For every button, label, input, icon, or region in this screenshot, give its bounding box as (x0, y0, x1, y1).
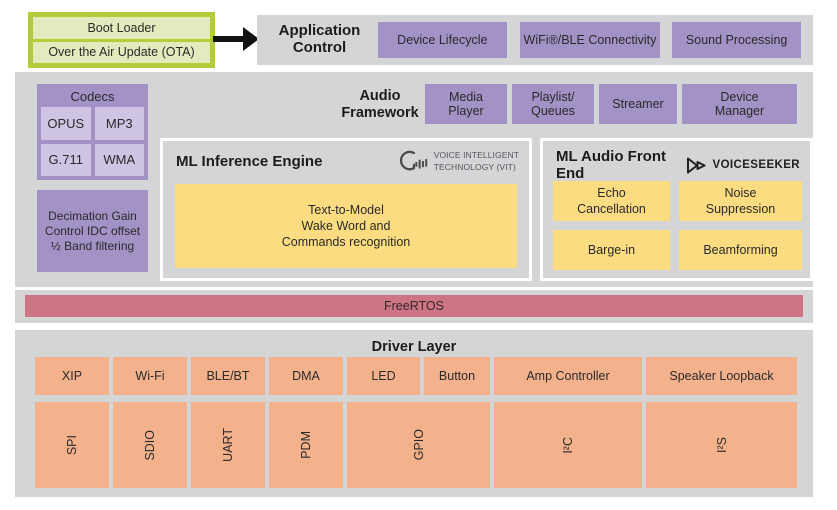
box-playlist-queues: Playlist/ Queues (512, 84, 594, 124)
box-wifi-ble-connectivity: WiFi®/BLE Connectivity (519, 22, 661, 58)
driver-layer-title: Driver Layer (371, 339, 457, 355)
freertos-bar: FreeRTOS (25, 295, 803, 317)
ml-audio-front-end-title: ML Audio Front End (556, 148, 666, 182)
driver-box-pdm: PDM (269, 402, 343, 488)
box-device-lifecycle: Device Lifecycle (377, 22, 507, 58)
codec-g711: G.711 (41, 143, 91, 176)
boot-loader-group: Boot Loader Over the Air Update (OTA) (28, 12, 215, 68)
application-control-band: Application Control Device Lifecycle WiF… (257, 15, 813, 65)
rtos-band: FreeRTOS (15, 290, 813, 323)
ota-box: Over the Air Update (OTA) (33, 41, 210, 63)
vit-head-sound-icon (397, 148, 429, 175)
driver-box-i2c: I²C (494, 402, 642, 488)
audio-framework-title: Audio Framework (341, 88, 419, 121)
decimation-box: Decimation Gain Control IDC offset ½ Ban… (37, 190, 148, 272)
driver-box-amp-controller: Amp Controller (494, 357, 642, 395)
driver-box-gpio: GPIO (347, 402, 490, 488)
box-beamforming: Beamforming (679, 230, 802, 270)
driver-box-dma: DMA (269, 357, 343, 395)
application-control-title: Application Control (278, 22, 361, 56)
voiceseeker-triangles-icon (686, 156, 708, 175)
box-device-manager: Device Manager (682, 84, 797, 124)
codec-mp3: MP3 (94, 107, 144, 140)
driver-layer-band: Driver Layer XIP Wi-Fi BLE/BT DMA LED Bu… (15, 330, 813, 497)
driver-row-buses: SPI SDIO UART PDM GPIO I²C I²S (35, 402, 797, 488)
box-noise-suppression: Noise Suppression (679, 181, 802, 221)
driver-box-ble-bt: BLE/BT (191, 357, 265, 395)
codecs-grid: OPUS MP3 G.711 WMA (41, 107, 144, 176)
ml-inference-engine-section: ML Inference Engine VOICE INTELLIGENT TE… (160, 138, 532, 281)
box-sound-processing: Sound Processing (672, 22, 801, 58)
arrow-shaft (213, 36, 244, 42)
driver-box-i2s: I²S (646, 402, 797, 488)
codecs-title: Codecs (70, 89, 115, 104)
driver-box-xip: XIP (35, 357, 109, 395)
text-to-model-box: Text-to-Model Wake Word and Commands rec… (175, 184, 517, 268)
box-streamer: Streamer (599, 84, 677, 124)
boot-loader-box: Boot Loader (33, 17, 210, 39)
arrow-right-icon (243, 27, 259, 51)
voiceseeker-logo: VOICESEEKER (686, 156, 800, 175)
codec-wma: WMA (94, 143, 144, 176)
audio-framework-band: Codecs OPUS MP3 G.711 WMA Decimation Gai… (15, 72, 813, 287)
driver-box-uart: UART (191, 402, 265, 488)
driver-box-spi: SPI (35, 402, 109, 488)
driver-box-sdio: SDIO (113, 402, 187, 488)
driver-box-wifi: Wi-Fi (113, 357, 187, 395)
box-echo-cancellation: Echo Cancellation (553, 181, 670, 221)
ml-audio-front-end-section: ML Audio Front End VOICESEEKER Echo Canc… (540, 138, 813, 281)
driver-box-speaker-loopback: Speaker Loopback (646, 357, 797, 395)
driver-box-led: LED (347, 357, 420, 395)
driver-box-button: Button (424, 357, 490, 395)
vit-logo: VOICE INTELLIGENT TECHNOLOGY (VIT) (397, 148, 519, 175)
box-barge-in: Barge-in (553, 230, 670, 270)
box-media-player: Media Player (425, 84, 507, 124)
codec-opus: OPUS (41, 107, 91, 140)
codecs-group: Codecs OPUS MP3 G.711 WMA (37, 84, 148, 180)
afe-grid: Echo Cancellation Noise Suppression Barg… (553, 181, 802, 270)
driver-row-peripherals: XIP Wi-Fi BLE/BT DMA LED Button Amp Cont… (35, 357, 797, 395)
voiceseeker-label: VOICESEEKER (712, 159, 800, 171)
vit-label: VOICE INTELLIGENT TECHNOLOGY (VIT) (433, 150, 519, 172)
ml-inference-engine-title: ML Inference Engine (176, 153, 323, 170)
